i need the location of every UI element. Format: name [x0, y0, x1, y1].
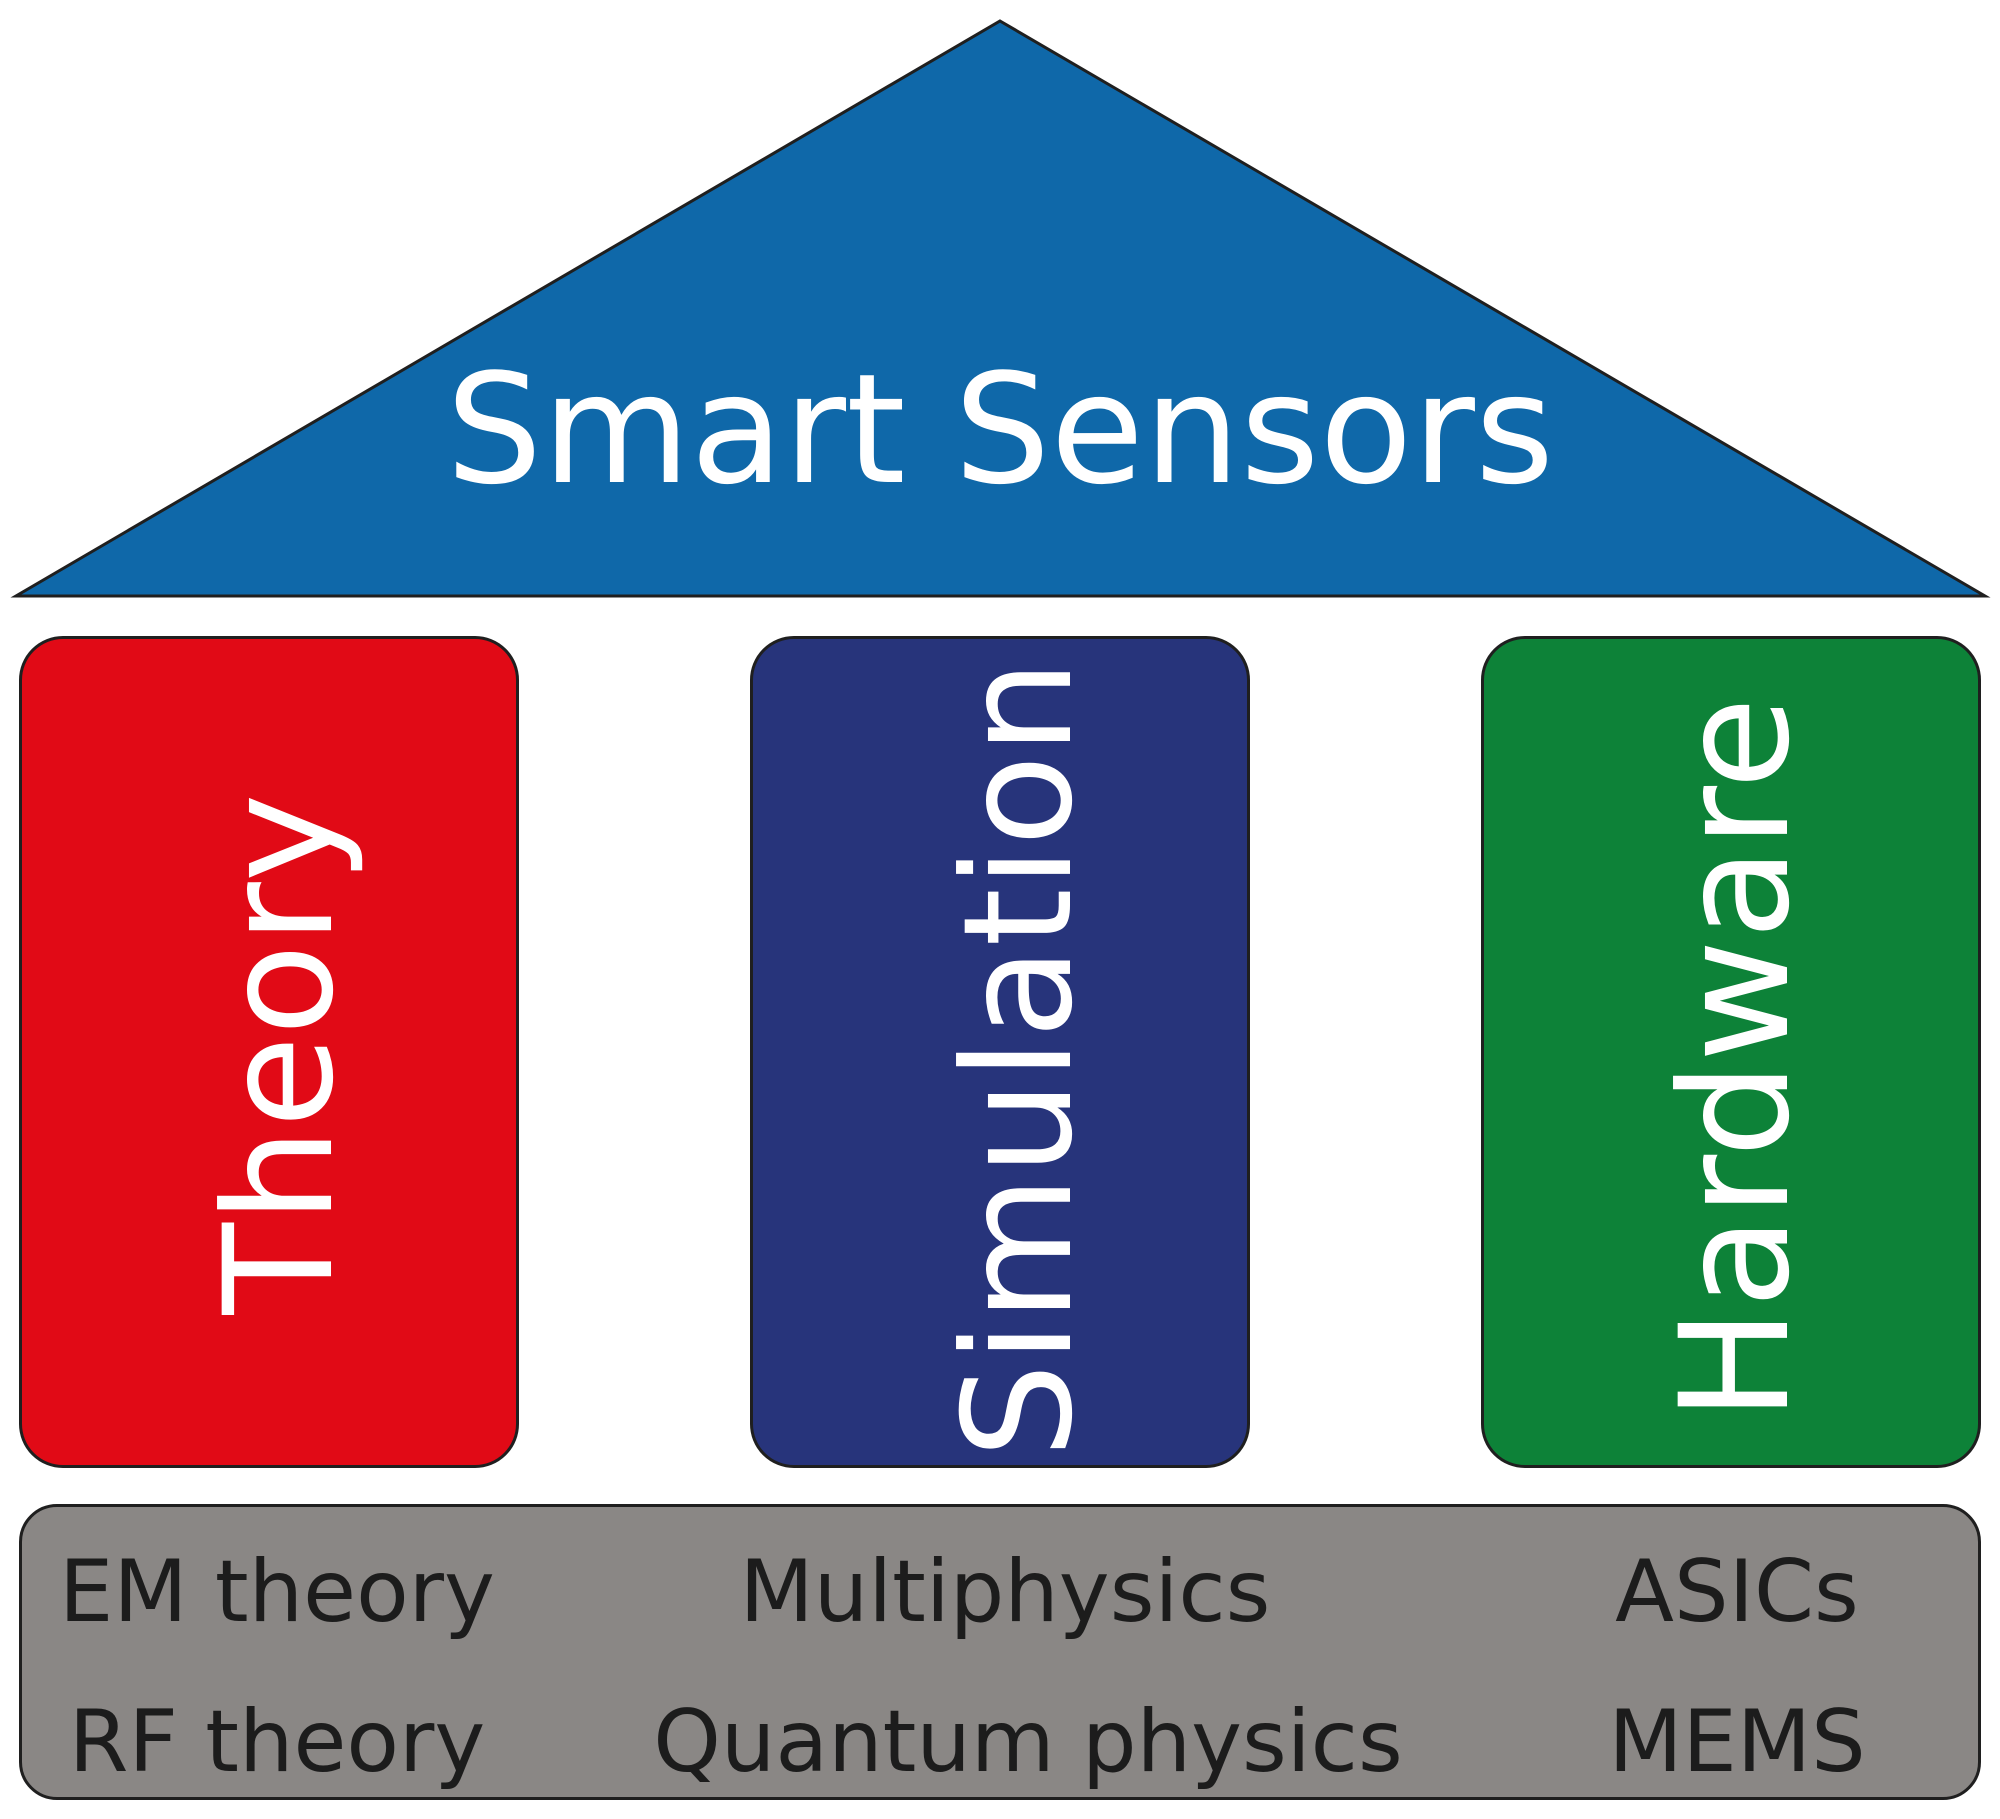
foundation-item-asics: ASICs — [1615, 1542, 1859, 1642]
pillar-theory-label: Theory — [193, 793, 367, 1315]
foundation-item-em-theory: EM theory — [59, 1542, 495, 1642]
foundation: EM theory RF theory Multiphysics Quantum… — [19, 1504, 1981, 1800]
roof-triangle — [10, 19, 1991, 598]
pillar-hardware-label: Hardware — [1649, 696, 1823, 1422]
pillar-theory: Theory — [19, 636, 519, 1468]
pillar-simulation-label: Simulation — [932, 659, 1106, 1459]
roof — [10, 19, 1991, 598]
foundation-item-quantum-physics: Quantum physics — [653, 1692, 1403, 1792]
roof-title: Smart Sensors — [445, 341, 1555, 518]
foundation-item-rf-theory: RF theory — [68, 1692, 486, 1792]
foundation-item-mems: MEMS — [1608, 1692, 1866, 1792]
pillar-simulation: Simulation — [750, 636, 1250, 1468]
foundation-item-multiphysics: Multiphysics — [739, 1542, 1271, 1642]
pillar-hardware: Hardware — [1481, 636, 1981, 1468]
